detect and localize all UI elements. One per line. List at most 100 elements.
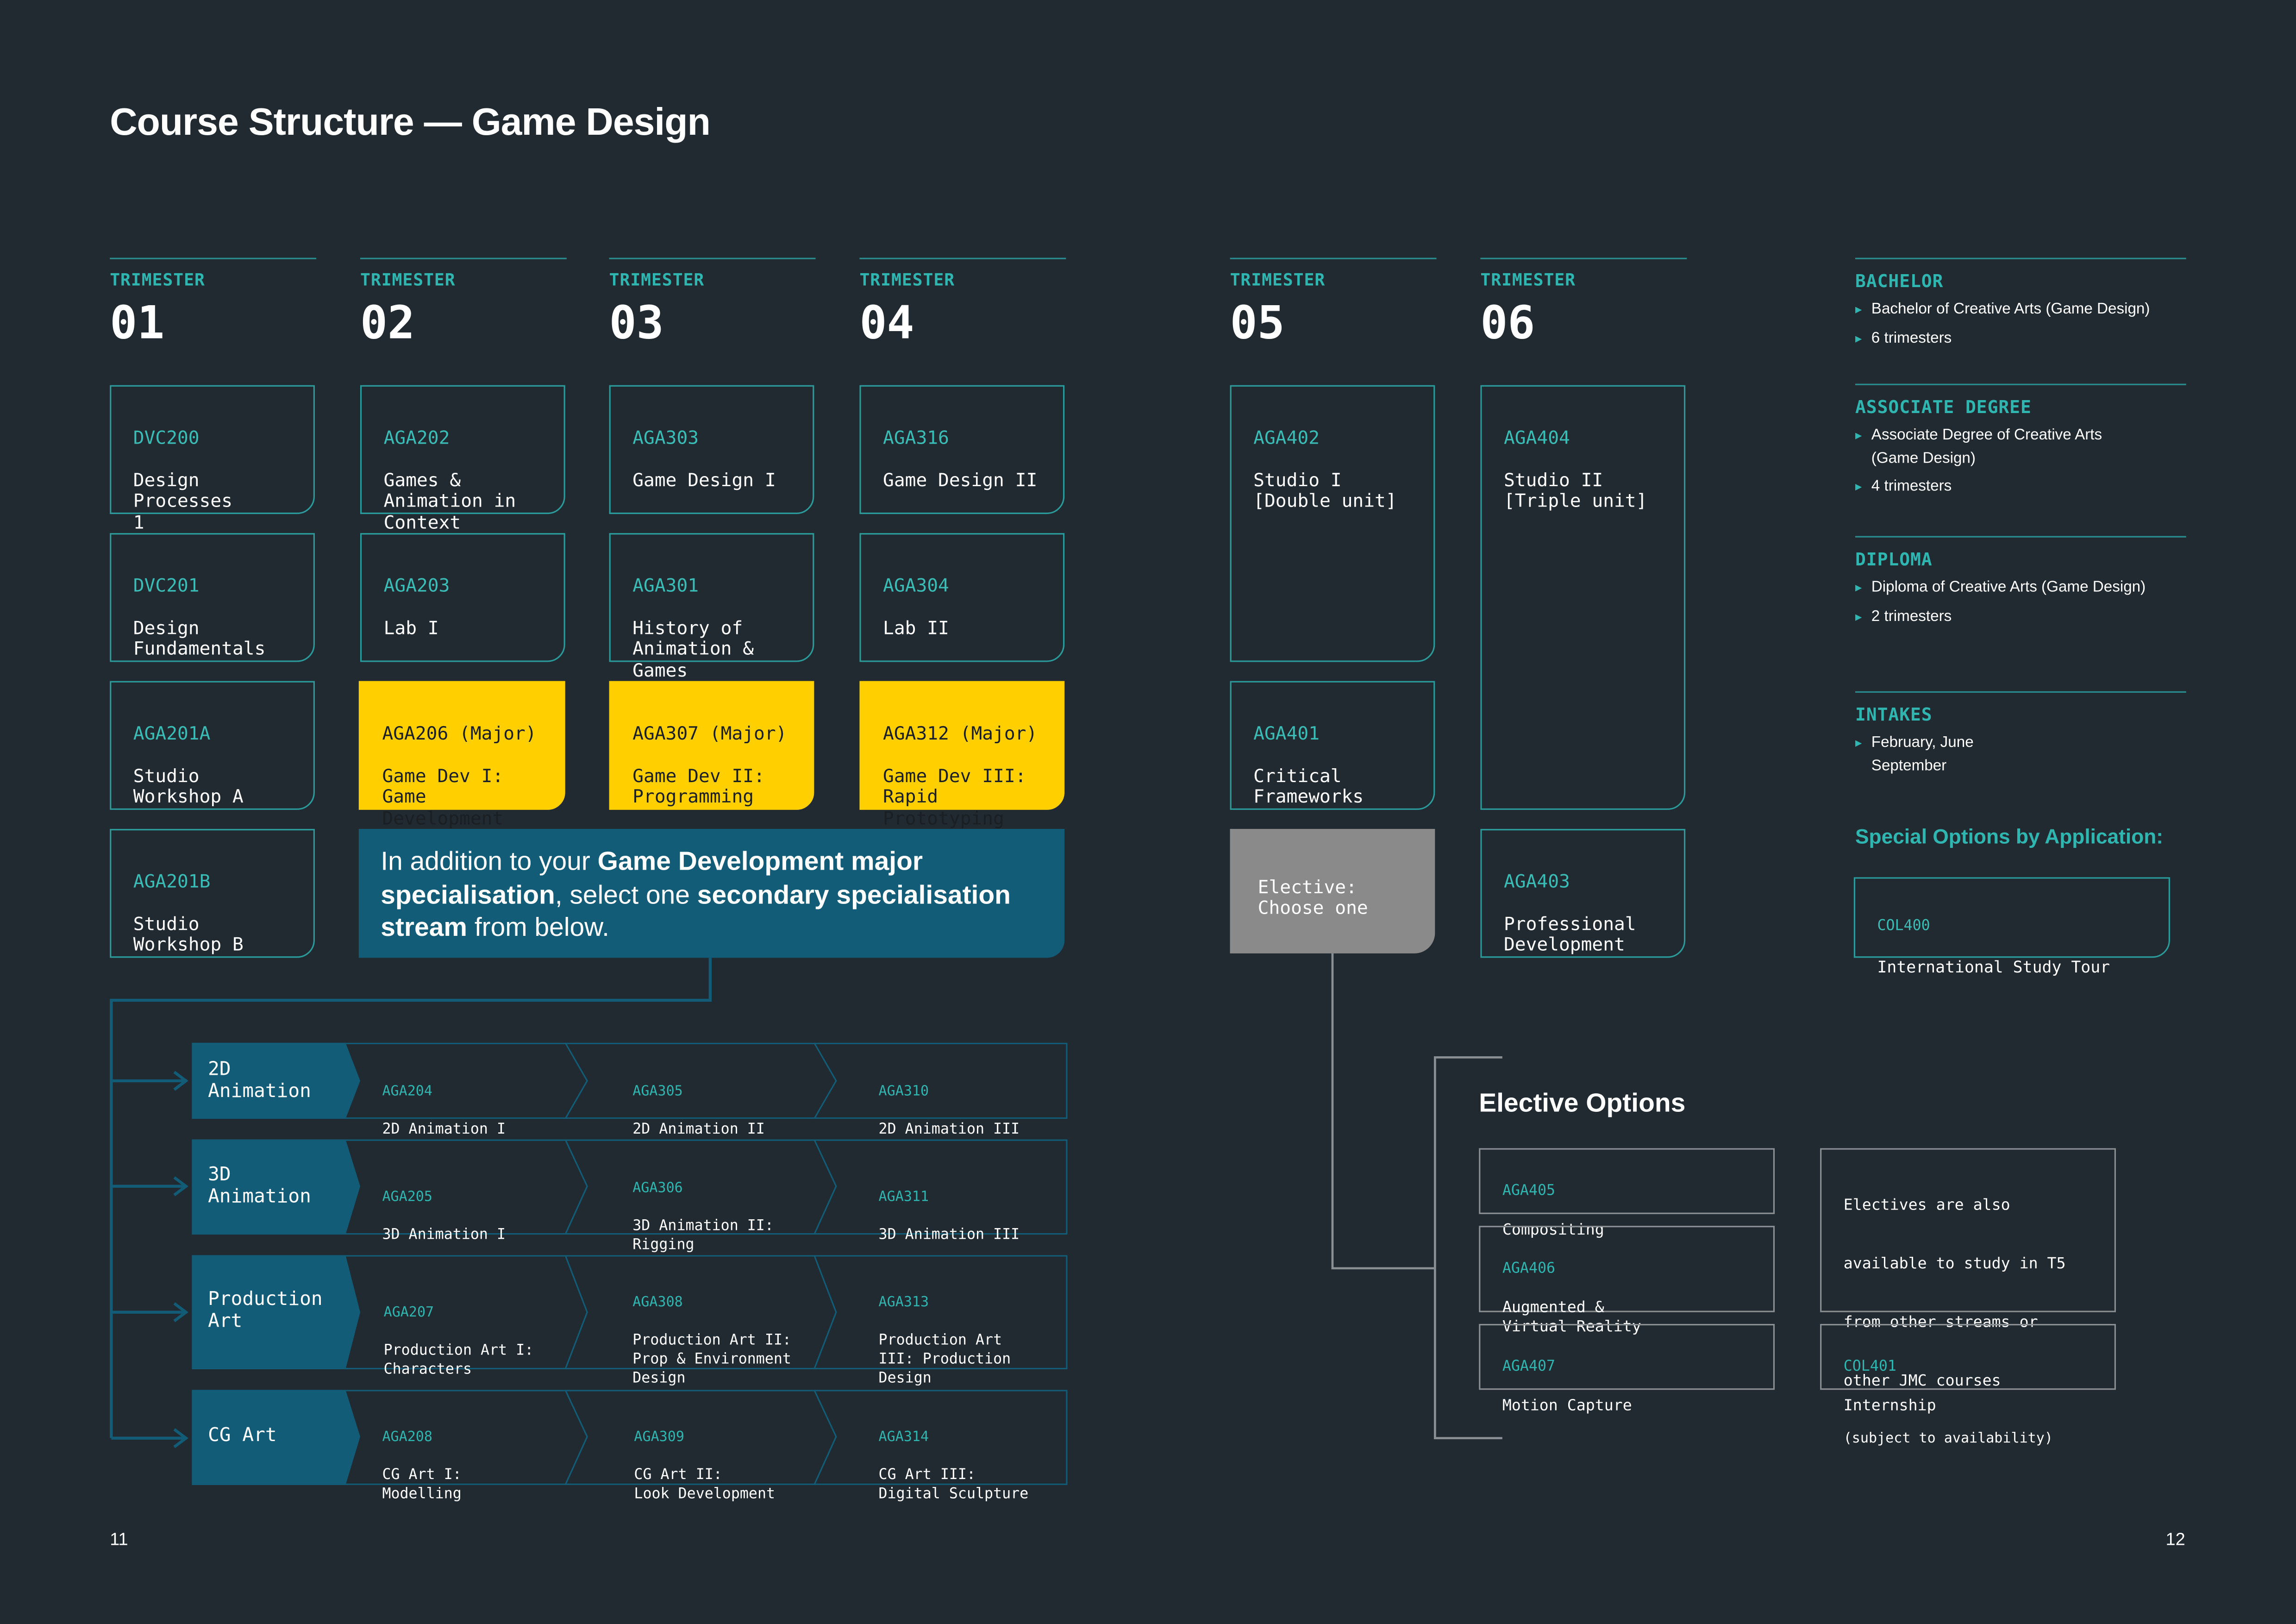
course-card[interactable]: AGA316 Game Design II bbox=[859, 385, 1065, 514]
course-name: Compositing bbox=[1502, 1221, 1604, 1238]
stream-course: AGA311 3D Animation III bbox=[879, 1169, 1020, 1264]
course-name: Critical Frameworks bbox=[1253, 764, 1364, 808]
course-name: 2D Animation I bbox=[382, 1122, 506, 1138]
stream-course: AGA306 3D Animation II: Rigging bbox=[632, 1160, 774, 1274]
course-code: AGA402 bbox=[1253, 426, 1320, 448]
course-name: Studio II [Triple unit] bbox=[1503, 468, 1647, 512]
trimester-header-03: TRIMESTER 03 bbox=[609, 257, 816, 350]
course-code: AGA206 (Major) bbox=[382, 721, 537, 744]
course-name: Game Design I bbox=[632, 468, 776, 490]
trimester-label: TRIMESTER bbox=[110, 269, 205, 290]
course-code: AGA207 bbox=[383, 1304, 434, 1321]
stream-name: 3D Animation bbox=[208, 1164, 311, 1208]
course-code: AGA205 bbox=[382, 1189, 433, 1205]
stream-row-frame bbox=[192, 1139, 1068, 1235]
course-code: AGA201A bbox=[133, 721, 211, 744]
elective-option[interactable]: AGA407 Motion Capture bbox=[1479, 1323, 1775, 1414]
major-course-card[interactable]: AGA206 (Major) Game Dev I: Game Developm… bbox=[358, 681, 565, 828]
page-title: Course Structure — Game Design bbox=[110, 100, 711, 144]
course-code: AGA314 bbox=[878, 1429, 929, 1446]
trimester-number: 06 bbox=[1480, 297, 1535, 350]
course-card[interactable]: AGA404 Studio II [Triple unit] bbox=[1480, 385, 1686, 810]
course-code: AGA201B bbox=[133, 869, 211, 891]
sidebar-heading: BACHELOR bbox=[1855, 271, 1944, 292]
course-name: 3D Animation III bbox=[878, 1227, 1020, 1244]
course-code: AGA309 bbox=[634, 1429, 684, 1446]
sidebar-list: Bachelor of Creative Arts (Game Design) … bbox=[1855, 299, 2192, 356]
course-name: CG Art II: Look Development bbox=[634, 1467, 776, 1503]
course-code: AGA303 bbox=[632, 426, 699, 448]
banner-bold-text: Game Development major specialisation bbox=[381, 846, 923, 909]
course-card[interactable]: AGA402 Studio I [Double unit] bbox=[1230, 385, 1435, 662]
specialisation-banner: In addition to your Game Development maj… bbox=[358, 829, 1065, 958]
special-option-card[interactable]: COL400 International Study Tour bbox=[1853, 877, 2170, 977]
sidebar-item: February, June September bbox=[1855, 732, 2192, 778]
stream-row-3d-animation[interactable]: 3D Animation AGA205 3D Animation I AGA30… bbox=[192, 1139, 1068, 1254]
banner-text: , select one bbox=[555, 879, 697, 909]
course-card[interactable]: AGA303 Game Design I bbox=[609, 385, 814, 514]
elective-bracket bbox=[1433, 1056, 1502, 1440]
course-code: AGA307 (Major) bbox=[632, 721, 787, 744]
banner-text: from below. bbox=[467, 912, 609, 942]
stream-row-2d-animation[interactable]: 2D Animation AGA204 2D Animation I AGA30… bbox=[192, 1042, 1068, 1138]
sidebar-item: 2 trimesters bbox=[1855, 606, 2192, 628]
internship-option[interactable]: COL401 Internship bbox=[1820, 1323, 2116, 1414]
note-line: from other streams or bbox=[1843, 1313, 2038, 1331]
course-card[interactable]: AGA201B Studio Workshop B bbox=[110, 829, 315, 958]
course-code: AGA202 bbox=[383, 426, 450, 448]
course-name: Production Art II: Prop & Environment De… bbox=[632, 1332, 791, 1387]
major-course-card[interactable]: AGA307 (Major) Game Dev II: Programming bbox=[609, 681, 814, 810]
page-number-right: 12 bbox=[2165, 1529, 2185, 1550]
sidebar-item: 6 trimesters bbox=[1855, 327, 2192, 350]
course-code: AGA313 bbox=[878, 1294, 929, 1311]
course-name: 3D Animation II: Rigging bbox=[632, 1218, 774, 1254]
course-card[interactable]: AGA201A Studio Workshop A bbox=[110, 681, 315, 810]
course-code: AGA316 bbox=[883, 426, 949, 448]
stream-name: 2D Animation bbox=[208, 1059, 311, 1102]
sidebar-list: February, June September bbox=[1855, 732, 2192, 784]
trimester-number: 03 bbox=[609, 297, 664, 350]
stream-name: CG Art bbox=[208, 1425, 277, 1447]
stream-course: AGA308 Production Art II: Prop & Environ… bbox=[632, 1274, 791, 1407]
note-availability: (subject to availability) bbox=[1843, 1430, 2053, 1447]
course-name: Lab I bbox=[383, 616, 439, 639]
course-code: AGA204 bbox=[382, 1084, 433, 1100]
trimester-label: TRIMESTER bbox=[859, 269, 955, 290]
elective-option[interactable]: AGA405 Compositing bbox=[1479, 1148, 1775, 1238]
stream-row-production-art[interactable]: Production Art AGA207 Production Art I: … bbox=[192, 1255, 1068, 1387]
banner-bold-text: secondary specialisation stream bbox=[381, 879, 1011, 942]
stream-row-frame bbox=[192, 1042, 1068, 1119]
stream-course: AGA313 Production Art III: Production De… bbox=[879, 1274, 1011, 1407]
course-card[interactable]: DVC200 Design Processes 1 bbox=[110, 385, 315, 533]
course-code: AGA310 bbox=[878, 1084, 929, 1100]
stream-course: AGA314 CG Art III: Digital Sculpture bbox=[879, 1409, 1029, 1523]
course-name: CG Art III: Digital Sculpture bbox=[878, 1467, 1029, 1503]
banner-text: In addition to your bbox=[381, 846, 598, 876]
course-card[interactable]: AGA202 Games & Animation in Context bbox=[360, 385, 565, 533]
stream-course: AGA207 Production Art I: Characters bbox=[384, 1285, 534, 1399]
stream-course: AGA205 3D Animation I bbox=[382, 1169, 506, 1264]
major-course-card[interactable]: AGA312 (Major) Game Dev III: Rapid Proto… bbox=[859, 681, 1065, 828]
elective-card[interactable]: Elective: Choose one bbox=[1230, 829, 1435, 953]
course-card[interactable]: AGA203 Lab I bbox=[360, 533, 565, 662]
course-card[interactable]: DVC201 Design Fundamentals bbox=[110, 533, 315, 662]
course-code: DVC200 bbox=[133, 426, 200, 448]
sidebar-item: Associate Degree of Creative Arts (Game … bbox=[1855, 425, 2148, 470]
course-name: 2D Animation III bbox=[878, 1122, 1020, 1138]
course-code: AGA403 bbox=[1503, 869, 1570, 891]
elective-option[interactable]: AGA406 Augmented & Virtual Reality bbox=[1479, 1226, 1775, 1336]
course-card[interactable]: AGA301 History of Animation & Games bbox=[609, 533, 814, 681]
trimester-label: TRIMESTER bbox=[1480, 269, 1576, 290]
stream-row-cg-art[interactable]: CG Art AGA208 CG Art I: Modelling AGA309… bbox=[192, 1390, 1068, 1503]
course-card[interactable]: AGA403 Professional Development bbox=[1480, 829, 1686, 958]
elective-connector-line bbox=[1331, 953, 1435, 1270]
course-card[interactable]: AGA304 Lab II bbox=[859, 533, 1065, 662]
arrow-head bbox=[173, 1071, 188, 1091]
trimester-label: TRIMESTER bbox=[609, 269, 705, 290]
trimester-number: 01 bbox=[110, 297, 165, 350]
trimester-header-04: TRIMESTER 04 bbox=[859, 257, 1066, 350]
sidebar-heading: INTAKES bbox=[1855, 704, 1933, 725]
course-card[interactable]: AGA401 Critical Frameworks bbox=[1230, 681, 1435, 810]
